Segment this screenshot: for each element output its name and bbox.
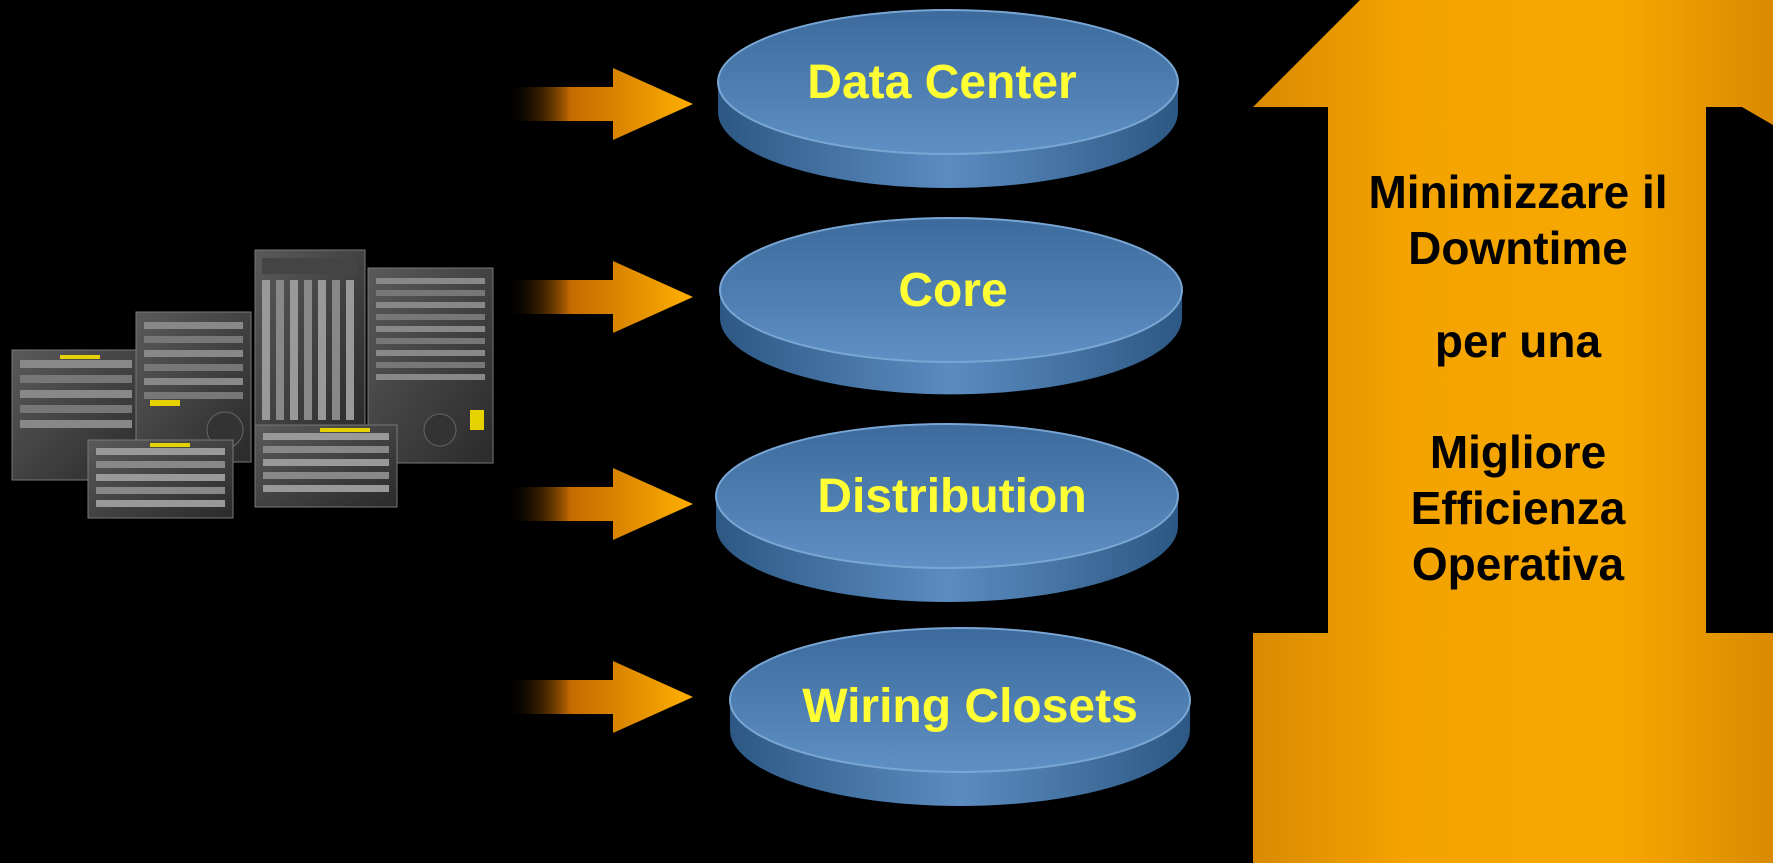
layer-label: Data Center <box>807 56 1076 109</box>
layer-label: Wiring Closets <box>802 680 1138 733</box>
switch-chassis-4 <box>367 267 494 464</box>
big-arrow-text-line-3: per una <box>1434 315 1602 367</box>
right-arrow-icon <box>505 661 693 733</box>
layer-disc-distribution: Distribution <box>715 423 1179 602</box>
right-arrow-icon <box>505 261 693 333</box>
big-arrow-text-line-1: Minimizzare il <box>1368 166 1668 218</box>
layer-label: Core <box>898 264 1007 317</box>
switch-chassis-2 <box>135 311 252 463</box>
network-switches-image <box>11 249 494 519</box>
switch-chassis-6 <box>254 424 398 508</box>
layer-disc-data-center: Data Center <box>717 9 1179 188</box>
layer-disc-core: Core <box>719 217 1183 395</box>
big-arrow-text-line-2: Downtime <box>1408 222 1628 274</box>
big-arrow-text-line-6: Operativa <box>1411 538 1625 590</box>
switch-chassis-3 <box>254 249 366 436</box>
big-arrow-text-line-5: Efficienza <box>1410 482 1626 534</box>
switch-chassis-1 <box>11 349 143 481</box>
switch-chassis-5 <box>87 439 234 519</box>
big-arrow-text-line-4: Migliore <box>1429 426 1607 478</box>
layer-disc-wiring-closets: Wiring Closets <box>729 627 1191 806</box>
right-arrow-icon <box>505 68 693 140</box>
layer-label: Distribution <box>817 470 1086 523</box>
right-arrow-icon <box>505 468 693 540</box>
arrows-group <box>505 68 693 733</box>
double-headed-arrow-icon <box>1253 0 1773 863</box>
